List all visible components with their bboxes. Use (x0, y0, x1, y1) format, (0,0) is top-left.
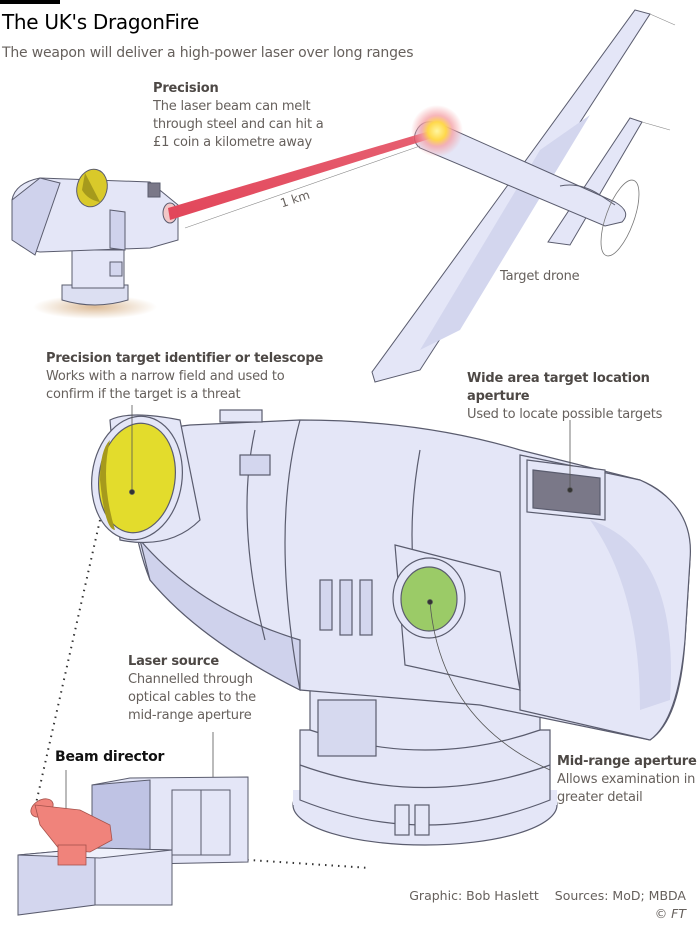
page-subtitle: The weapon will deliver a high-power las… (2, 45, 414, 61)
wide-area-line: Used to locate possible targets (467, 407, 663, 422)
wide-area-annotation: Wide area target location aperture Used … (467, 370, 700, 424)
small-turret (11, 168, 179, 319)
mid-range-line: Allows examination in (557, 772, 696, 787)
mid-range-line: greater detail (557, 790, 643, 805)
telescope-annotation: Precision target identifier or telescope… (46, 350, 323, 404)
mid-range-annotation: Mid-range aperture Allows examination in… (557, 753, 697, 807)
graphic-credit: Graphic: Bob Haslett (409, 888, 539, 903)
sources-credit: Sources: MoD; MBDA (554, 888, 686, 903)
precision-line: The laser beam can melt (153, 99, 311, 114)
mid-range-lens (400, 566, 458, 632)
telescope-line: Works with a narrow field and used to (46, 369, 285, 384)
laser-source-heading: Laser source (128, 654, 220, 669)
target-drone-label: Target drone (500, 269, 580, 284)
page-title: The UK's DragonFire (2, 10, 200, 34)
wide-area-heading: Wide area target location aperture (467, 371, 650, 404)
telescope-lens (97, 422, 177, 534)
telescope-heading: Precision target identifier or telescope (46, 351, 324, 366)
target-drone (371, 9, 676, 383)
credits: Graphic: Bob Haslett Sources: MoD; MBDA (393, 888, 686, 903)
header-accent-bar (0, 0, 60, 4)
precision-line: through steel and can hit a (153, 117, 324, 132)
drone-propeller (600, 179, 640, 257)
laser-source-line: Channelled through (128, 672, 253, 687)
impact-glow (411, 105, 463, 157)
distance-line (184, 145, 421, 229)
beam-director-heading: Beam director (55, 749, 165, 765)
precision-annotation: Precision The laser beam can melt throug… (153, 80, 324, 152)
laser-source-line: optical cables to the (128, 690, 256, 705)
laser-source-annotation: Laser source Channelled through optical … (128, 653, 256, 725)
beam-director-annotation: Beam director (55, 748, 164, 766)
laser-beam (168, 128, 442, 220)
laser-source-line: mid-range aperture (128, 708, 252, 723)
beam-director (30, 798, 113, 866)
mid-range-heading: Mid-range aperture (557, 754, 697, 769)
large-turret (91, 409, 692, 846)
precision-line: £1 coin a kilometre away (153, 135, 312, 150)
wide-area-aperture (532, 469, 601, 516)
copyright: © FT (654, 906, 686, 921)
precision-heading: Precision (153, 81, 219, 96)
laser-source-cabinet (17, 776, 249, 916)
drone-wing (371, 9, 651, 383)
telescope-line: confirm if the target is a threat (46, 387, 241, 402)
